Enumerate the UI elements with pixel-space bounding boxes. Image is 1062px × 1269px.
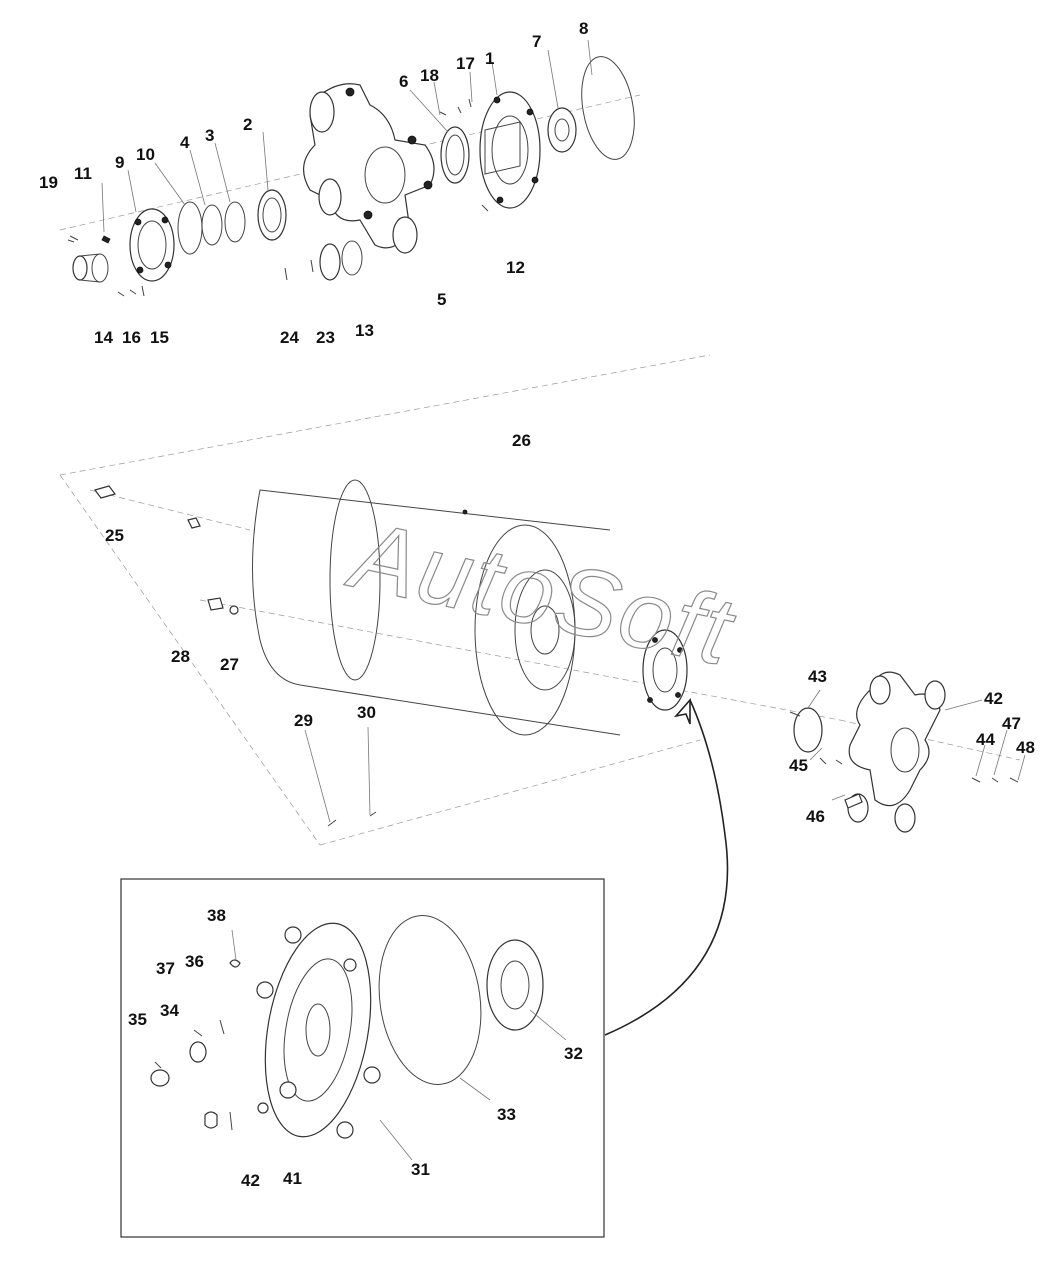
leader-lines: [101, 39, 1026, 961]
callout-15: 15: [150, 328, 169, 347]
callout-3: 3: [205, 126, 215, 145]
callout-23: 23: [316, 328, 335, 347]
inset-parts: [150, 915, 567, 1161]
callout-35: 35: [128, 1010, 147, 1029]
callout-4: 4: [180, 133, 190, 152]
callout-19: 19: [39, 173, 58, 192]
axis-lines: [59, 94, 1021, 846]
inset-frame: [120, 878, 605, 1238]
callout-28: 28: [171, 647, 190, 666]
callout-43: 43: [808, 667, 827, 686]
callout-18: 18: [420, 66, 439, 85]
callout-30: 30: [357, 703, 376, 722]
callout-9: 9: [115, 153, 125, 172]
callout-16: 16: [122, 328, 141, 347]
callout-47: 47: [1002, 714, 1021, 733]
callout-37: 37: [156, 959, 175, 978]
callout-8: 8: [579, 19, 589, 38]
callout-25: 25: [105, 526, 124, 545]
detail-arrow: [604, 697, 729, 1036]
callout-45: 45: [789, 756, 808, 775]
callout-10: 10: [136, 145, 155, 164]
right-spider-assembly: [789, 671, 1019, 833]
callout-1: 1: [485, 49, 495, 68]
callout-6: 6: [399, 72, 409, 91]
callout-38: 38: [207, 906, 226, 925]
callout-27: 27: [220, 655, 239, 674]
callout-46: 46: [806, 807, 825, 826]
hub-assembly-top: [67, 56, 635, 297]
callout-42-inset: 42: [241, 1171, 260, 1190]
callout-29: 29: [294, 711, 313, 730]
watermark-text: AutoSoft: [339, 500, 743, 686]
callout-11: 11: [74, 164, 92, 183]
callout-7: 7: [532, 32, 542, 51]
callout-32: 32: [564, 1044, 583, 1063]
callout-42: 42: [984, 689, 1003, 708]
callout-33: 33: [497, 1105, 516, 1124]
callout-34: 34: [160, 1001, 179, 1020]
drum-assembly: [93, 479, 688, 827]
callout-12: 12: [506, 258, 525, 277]
callout-24: 24: [280, 328, 299, 347]
callout-13: 13: [355, 321, 374, 340]
callout-17: 17: [456, 54, 475, 73]
callout-26: 26: [512, 431, 531, 450]
callout-48: 48: [1016, 738, 1035, 757]
callout-2: 2: [243, 115, 253, 134]
callout-5: 5: [437, 290, 447, 309]
callout-41: 41: [283, 1169, 302, 1188]
callout-14: 14: [94, 328, 113, 347]
callout-36: 36: [185, 952, 204, 971]
callout-31: 31: [411, 1160, 430, 1179]
callout-44: 44: [976, 730, 995, 749]
